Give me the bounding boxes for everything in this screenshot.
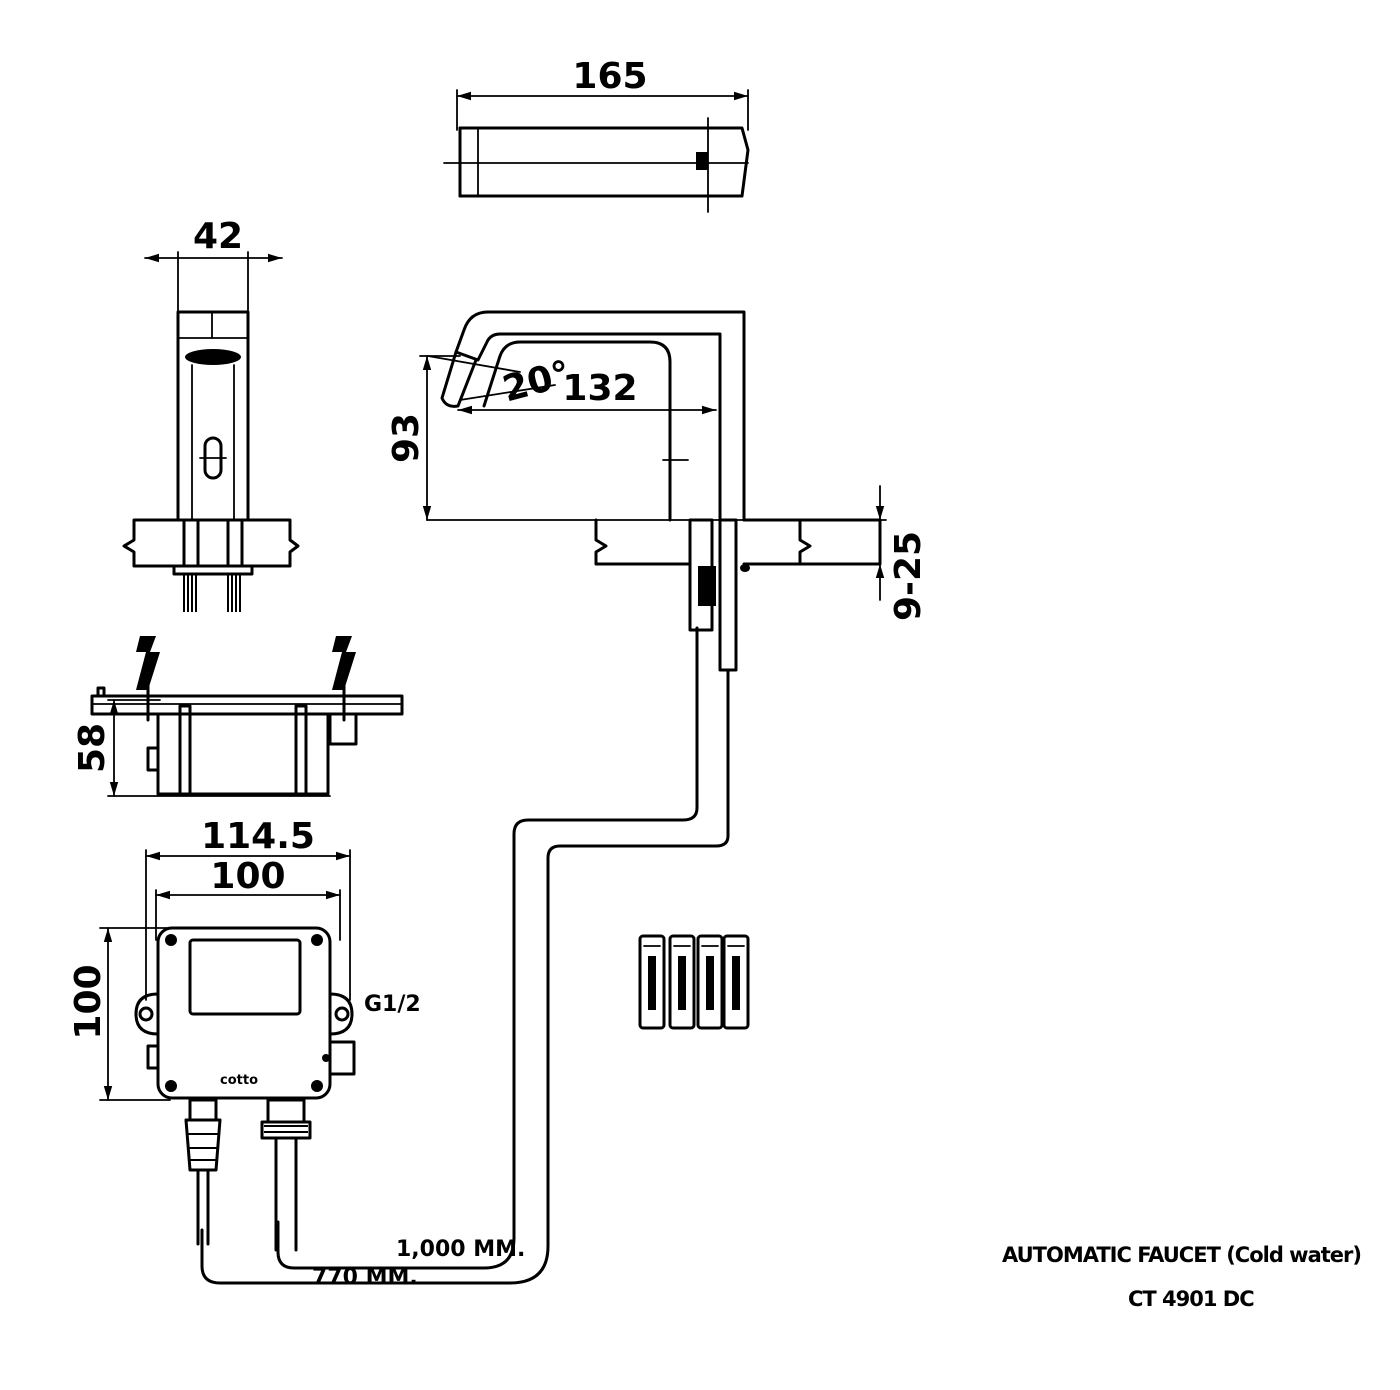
dim-box-width-outer: 114.5 xyxy=(201,816,315,857)
cable-long-label: 1,000 MM. xyxy=(396,1237,525,1262)
title-block: AUTOMATIC FAUCET (Cold water) CT 4901 DC xyxy=(1002,1243,1362,1311)
dim-deck-thickness: 9-25 xyxy=(888,531,929,621)
thread-label: G1/2 xyxy=(364,992,421,1017)
title-line-2: CT 4901 DC xyxy=(1128,1287,1254,1311)
spout-top-view: 165 xyxy=(443,56,750,213)
control-box-front-view: 114.5 100 100 cotto G1/2 xyxy=(68,816,421,1252)
faucet-front-view: 42 xyxy=(122,216,300,612)
dim-height: 93 xyxy=(386,413,427,463)
dim-spout-length: 165 xyxy=(572,56,647,97)
dim-reach: 132 xyxy=(562,368,637,409)
dim-box-width-inner: 100 xyxy=(210,856,285,897)
title-line-1: AUTOMATIC FAUCET (Cold water) xyxy=(1002,1243,1361,1267)
dim-box-depth: 58 xyxy=(72,723,113,773)
brand-logo: cotto xyxy=(220,1073,258,1088)
batteries xyxy=(638,934,750,1030)
faucet-side-view: 20° 132 93 9-25 1,000 MM. 770 MM. xyxy=(200,310,929,1290)
cable-short-label: 770 MM. xyxy=(312,1265,418,1290)
dim-box-height: 100 xyxy=(68,964,109,1039)
dim-body-width: 42 xyxy=(193,216,243,257)
control-box-side-view: 58 xyxy=(72,636,404,797)
